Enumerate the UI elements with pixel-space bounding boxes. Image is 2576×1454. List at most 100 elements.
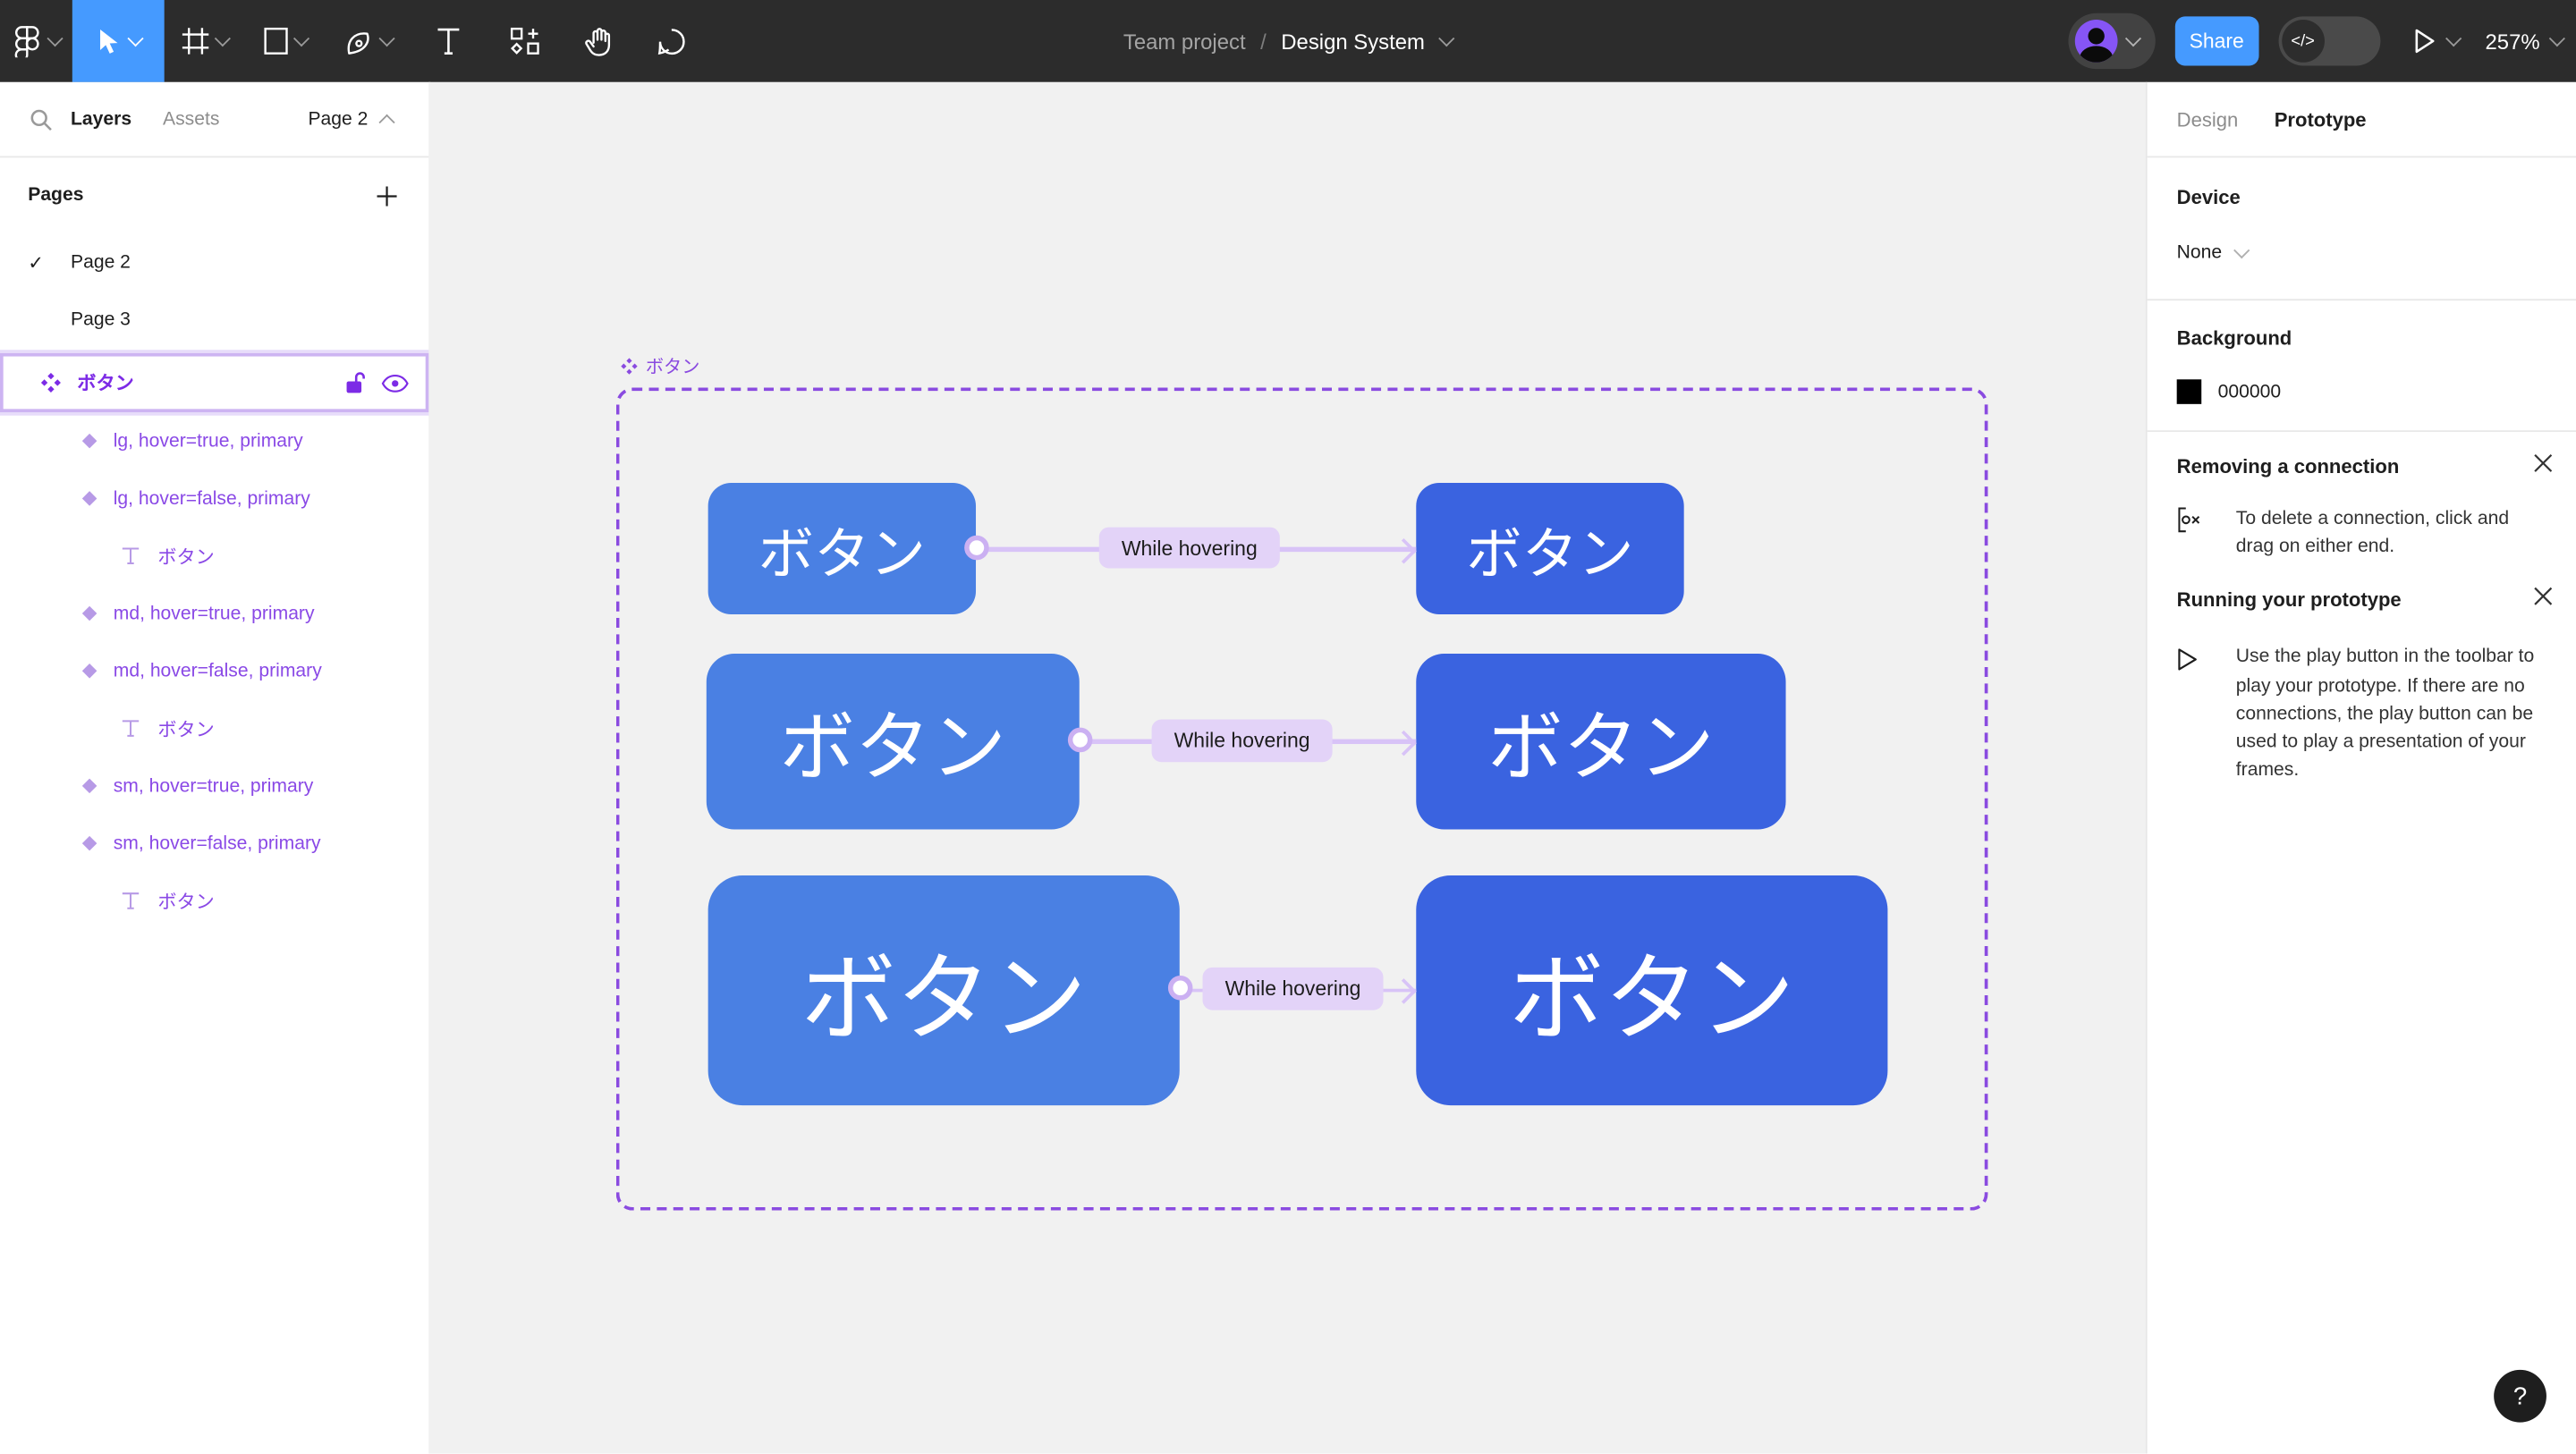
device-header: Device: [2176, 185, 2241, 209]
present-button[interactable]: [2413, 28, 2462, 54]
connection-start-handle[interactable]: [1167, 976, 1193, 1001]
close-icon[interactable]: [2533, 587, 2553, 606]
device-select[interactable]: None: [2177, 242, 2548, 263]
chevron-down-icon: [2233, 242, 2250, 259]
component-set-icon: [40, 372, 61, 393]
variant-diamond-icon: [81, 605, 97, 621]
connection-label[interactable]: While hovering: [1202, 967, 1384, 1010]
right-sidebar-tabs: Design Prototype: [2148, 82, 2576, 156]
add-page-icon[interactable]: [377, 185, 398, 207]
component-set-frame[interactable]: [615, 387, 1988, 1211]
chevron-down-icon[interactable]: [1438, 30, 1455, 47]
code-icon: </>: [2281, 20, 2325, 63]
frame-title-label: ボタン: [645, 358, 700, 378]
layer-label: md, hover=true, primary: [113, 604, 315, 624]
button-lg-default[interactable]: ボタン: [708, 875, 1180, 1106]
layer-row-component-set[interactable]: ボタン: [0, 352, 429, 413]
layer-row-text[interactable]: ボタン: [0, 528, 428, 585]
actions-tool-button[interactable]: [487, 0, 562, 82]
device-section: Device None: [2148, 157, 2576, 299]
background-hex[interactable]: 000000: [2217, 382, 2282, 402]
layer-label: ボタン: [157, 720, 215, 740]
layer-row-variant[interactable]: lg, hover=true, primary: [0, 412, 428, 469]
button-lg-hover[interactable]: ボタン: [1416, 875, 1888, 1106]
frame-tool-button[interactable]: [165, 0, 243, 82]
pen-icon: [343, 25, 375, 56]
text-layer-icon: [122, 547, 140, 565]
comment-icon: [655, 25, 686, 56]
layer-label: sm, hover=true, primary: [113, 775, 314, 796]
button-label: ボタン: [779, 704, 1007, 790]
help-label: ?: [2512, 1382, 2528, 1410]
text-layer-icon: [122, 719, 140, 737]
move-tool-button[interactable]: [72, 0, 165, 82]
layer-row-variant[interactable]: md, hover=false, primary: [0, 642, 428, 699]
variant-diamond-icon: [81, 835, 97, 851]
tip-body: To delete a connection, click and drag o…: [2235, 509, 2510, 558]
main-menu-button[interactable]: [0, 0, 72, 82]
component-set-icon: [621, 358, 638, 375]
background-header: Background: [2176, 326, 2292, 351]
button-sm-hover[interactable]: ボタン: [1416, 483, 1684, 614]
connection-start-handle[interactable]: [1067, 726, 1093, 752]
pages-header-row: Pages: [0, 157, 428, 232]
button-sm-default[interactable]: ボタン: [708, 483, 977, 614]
comment-tool-button[interactable]: [634, 0, 707, 82]
shape-tool-button[interactable]: [243, 0, 326, 82]
page-selector[interactable]: Page 2: [308, 109, 395, 131]
layer-row-variant[interactable]: lg, hover=false, primary: [0, 469, 428, 527]
visibility-icon[interactable]: [381, 374, 409, 392]
frame-icon: [180, 26, 209, 55]
connection-label[interactable]: While hovering: [1151, 719, 1333, 763]
tab-layers[interactable]: Layers: [70, 109, 132, 130]
layer-row-variant[interactable]: md, hover=true, primary: [0, 585, 428, 642]
layer-row-variant[interactable]: sm, hover=false, primary: [0, 815, 428, 872]
variant-diamond-icon: [81, 491, 97, 506]
tip-title: Removing a connection: [2176, 454, 2400, 478]
hand-icon: [582, 25, 614, 58]
layer-row-variant[interactable]: sm, hover=true, primary: [0, 757, 428, 815]
tip-removing-connection: Removing a connection To delete a connec…: [2148, 432, 2576, 562]
page-item-page3[interactable]: Page 3: [0, 291, 428, 348]
search-icon[interactable]: [30, 107, 53, 131]
button-label: ボタン: [1509, 945, 1795, 1053]
check-icon: ✓: [28, 253, 44, 274]
canvas[interactable]: ボタン ボタン ボタン While hovering ボタン ボタン While…: [428, 81, 2146, 1454]
page-item-page2[interactable]: ✓ Page 2: [0, 233, 428, 291]
background-color-row[interactable]: 000000: [2176, 379, 2548, 404]
layer-label: ボタン: [157, 892, 215, 913]
variant-diamond-icon: [81, 778, 97, 794]
actions-icon: [508, 25, 539, 56]
breadcrumb-file[interactable]: Design System: [1281, 29, 1425, 54]
chevron-down-icon: [126, 30, 143, 47]
variant-diamond-icon: [81, 433, 97, 449]
color-swatch[interactable]: [2176, 379, 2202, 404]
frame-title[interactable]: ボタン: [621, 353, 699, 379]
pen-tool-button[interactable]: [326, 0, 411, 82]
zoom-level: 257%: [2485, 29, 2540, 54]
layer-row-text[interactable]: ボタン: [0, 699, 428, 757]
button-md-hover[interactable]: ボタン: [1416, 654, 1786, 830]
breadcrumb-project[interactable]: Team project: [1123, 29, 1246, 54]
share-button[interactable]: Share: [2174, 16, 2259, 66]
unlock-icon[interactable]: [345, 371, 367, 394]
layer-label: ボタン: [157, 547, 215, 568]
share-button-label: Share: [2189, 30, 2244, 53]
dev-mode-toggle[interactable]: </>: [2278, 16, 2380, 66]
button-label: ボタン: [801, 945, 1088, 1053]
tab-design[interactable]: Design: [2176, 107, 2239, 131]
connection-start-handle[interactable]: [964, 534, 989, 560]
button-md-default[interactable]: ボタン: [706, 654, 1080, 830]
tab-assets[interactable]: Assets: [163, 109, 220, 130]
background-section: Background 000000: [2148, 300, 2576, 430]
layer-row-text[interactable]: ボタン: [0, 872, 428, 929]
hand-tool-button[interactable]: [562, 0, 634, 82]
close-icon[interactable]: [2533, 453, 2553, 473]
connection-label[interactable]: While hovering: [1098, 527, 1280, 569]
zoom-menu-button[interactable]: 257%: [2485, 29, 2565, 54]
text-tool-button[interactable]: [411, 0, 486, 82]
account-menu-button[interactable]: [2067, 13, 2156, 70]
chevron-up-icon: [378, 113, 395, 131]
tab-prototype[interactable]: Prototype: [2274, 107, 2367, 131]
help-button[interactable]: ?: [2494, 1369, 2546, 1423]
